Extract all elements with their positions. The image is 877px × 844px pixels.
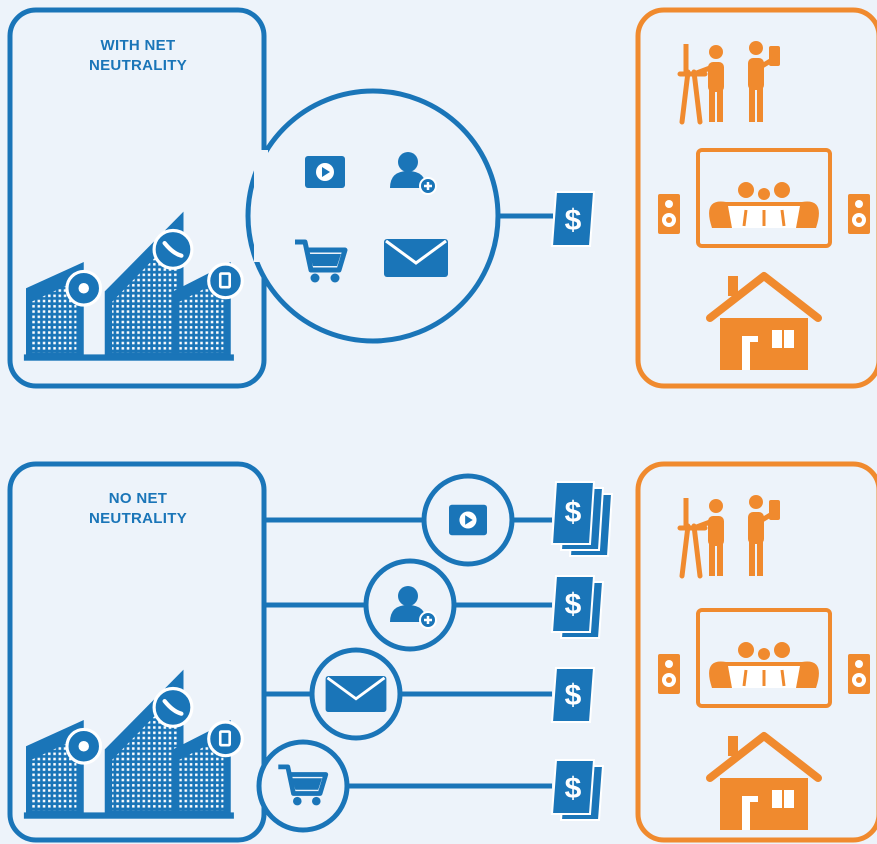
panel-title-line1: NO NET: [109, 490, 167, 507]
dollar-sign: $: [565, 679, 582, 712]
dollar-sign: $: [565, 588, 582, 621]
payment-stack-medium: $: [550, 575, 605, 639]
envelope-icon: [382, 237, 450, 279]
consumer-panel: [635, 7, 877, 389]
envelope-icon: [324, 674, 388, 714]
family-couch-icon: [656, 608, 872, 708]
office-workers-icon: [680, 41, 780, 122]
house-icon: [710, 276, 818, 370]
family-couch-icon: [656, 148, 872, 248]
dollar-sign: $: [565, 496, 582, 529]
payment-stack-medium: $: [550, 759, 605, 821]
panel-title-line1: WITH NET: [101, 37, 176, 54]
services-bubble: [245, 88, 501, 344]
datacenter-city-icon: [24, 212, 242, 361]
payment-card: $: [550, 191, 596, 247]
datacenter-city-icon: [24, 670, 242, 819]
consumer-panel: [635, 461, 877, 843]
office-workers-icon: [680, 495, 780, 576]
payment-card: $: [550, 667, 596, 723]
provider-panel: [7, 461, 267, 843]
with-net-neutrality-section: WITH NET NEUTRALITY $: [7, 7, 877, 389]
dollar-sign: $: [565, 204, 582, 237]
payment-stack-large: $: [550, 481, 614, 557]
no-net-neutrality-section: NO NET NEUTRALITY $ $ $: [7, 461, 877, 843]
video-icon: [449, 504, 487, 536]
house-icon: [710, 736, 818, 830]
video-icon: [305, 156, 345, 188]
panel-title-line2: NEUTRALITY: [89, 510, 187, 527]
panel-title-line2: NEUTRALITY: [89, 57, 187, 74]
dollar-sign: $: [565, 772, 582, 805]
